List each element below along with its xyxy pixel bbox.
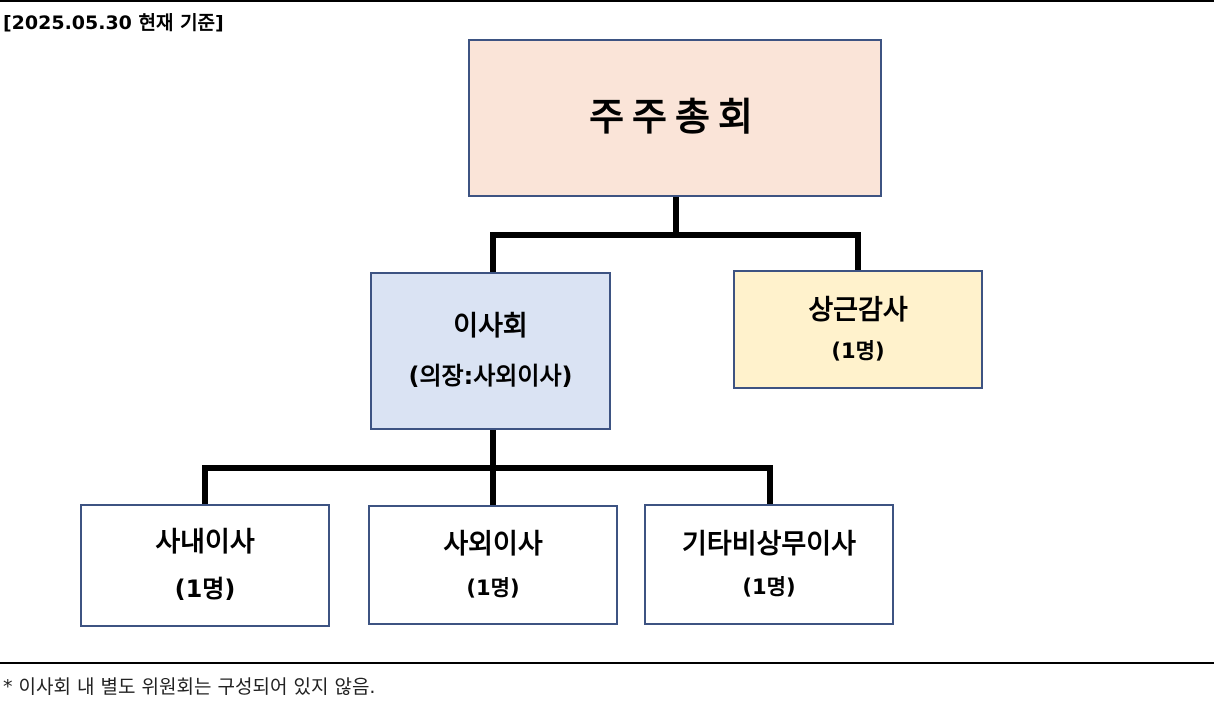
auditor-title: 상근감사 — [808, 294, 908, 326]
inside-director-title: 사내이사 — [155, 526, 255, 558]
top-rule — [0, 0, 1214, 2]
shareholders-meeting-box: 주주총회 — [468, 39, 882, 197]
date-label: [2025.05.30 현재 기준] — [3, 12, 224, 34]
board-of-directors-box: 이사회 (의장:사외이사) — [370, 272, 611, 430]
outside-director-count: (1명) — [466, 575, 520, 600]
footnote: * 이사회 내 별도 위원회는 구성되어 있지 않음. — [3, 676, 376, 698]
non-executive-director-count: (1명) — [742, 575, 796, 600]
standing-auditor-box: 상근감사 (1명) — [733, 270, 983, 389]
board-chair-note: (의장:사외이사) — [408, 361, 573, 390]
outside-director-title: 사외이사 — [443, 529, 543, 561]
non-executive-director-box: 기타비상무이사 (1명) — [644, 504, 894, 625]
auditor-count: (1명) — [831, 339, 885, 364]
non-executive-director-title: 기타비상무이사 — [682, 528, 856, 560]
board-title: 이사회 — [453, 311, 528, 343]
connector-shareholders-to-board-auditor — [490, 194, 861, 275]
bottom-rule — [0, 662, 1214, 664]
outside-director-box: 사외이사 (1명) — [368, 505, 618, 625]
connector-board-to-members — [202, 427, 773, 508]
inside-director-box: 사내이사 (1명) — [80, 504, 330, 627]
inside-director-count: (1명) — [174, 575, 236, 604]
shareholders-meeting-title: 주주총회 — [589, 95, 761, 140]
